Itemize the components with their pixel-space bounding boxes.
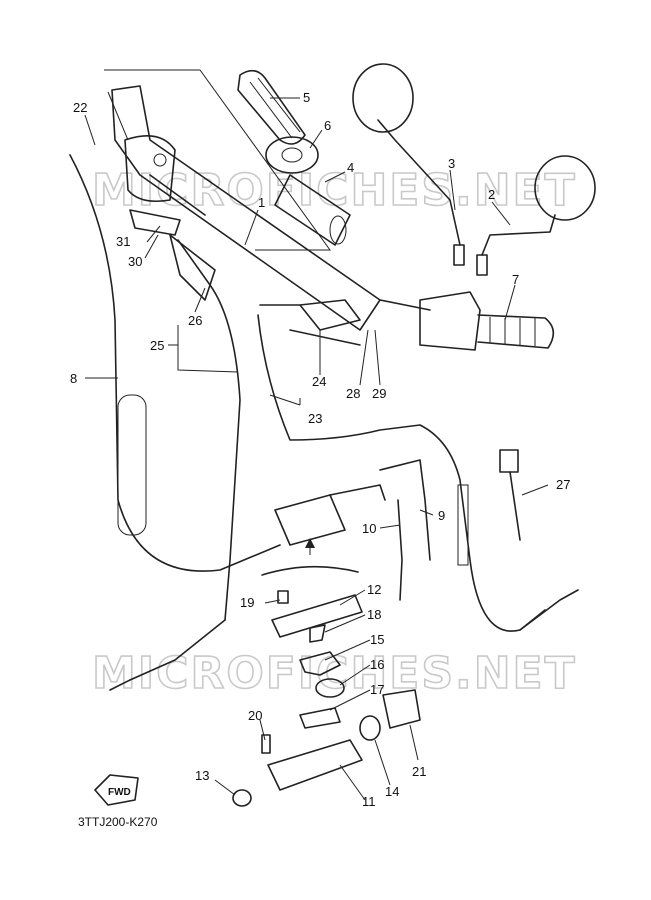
part-15 [299,651,341,676]
switch-24 [259,299,361,346]
cables-9-10 [379,459,469,601]
callout-9: 9 [438,508,445,523]
part-16 [315,678,345,698]
callout-30: 30 [128,254,142,269]
callouts: 1 2 3 4 5 6 7 8 9 10 11 12 13 14 15 16 1… [70,90,570,809]
callout-24: 24 [312,374,326,389]
callout-17: 17 [370,682,384,697]
junction-block [274,484,386,546]
cover-21 [382,689,421,729]
bracket-lines [104,69,331,251]
callout-20: 20 [248,708,262,723]
screw-19 [277,590,289,604]
mirror-2 [476,155,596,276]
left-lever-housing [124,134,181,236]
callout-10: 10 [362,521,376,536]
cable-tie-27 [499,449,521,541]
part-17 [299,707,341,729]
callout-7: 7 [512,272,519,287]
fwd-arrow: FWD [94,774,139,806]
cable-25-26 [109,234,241,691]
callout-11: 11 [362,794,376,809]
part-18 [309,624,326,643]
callout-27: 27 [556,477,570,492]
callout-25: 25 [150,338,164,353]
callout-12: 12 [367,582,381,597]
callout-28: 28 [346,386,360,401]
cable-end-right [519,589,579,631]
callout-6: 6 [324,118,331,133]
callout-26: 26 [188,313,202,328]
cable-8 [69,154,281,572]
callout-8: 8 [70,371,77,386]
diagram-code: 3TTJ200-K270 [78,815,158,829]
leader-lines [84,97,549,801]
callout-4: 4 [347,160,354,175]
callout-21: 21 [412,764,426,779]
exploded-parts [232,590,421,807]
housing-11 [267,739,363,791]
callout-5: 5 [303,90,310,105]
callout-2: 2 [488,187,495,202]
right-throttle-7 [419,291,555,351]
cable-23 [257,314,546,632]
callout-18: 18 [367,607,381,622]
part-14 [359,715,381,741]
cap-13 [232,789,252,807]
grip-5 [237,69,306,145]
screw-20 [261,734,271,754]
mirror-3 [352,63,465,266]
callout-16: 16 [370,657,384,672]
fwd-label: FWD [108,787,131,798]
left-grip-4 [274,174,351,246]
callout-29: 29 [372,386,386,401]
callout-23: 23 [308,411,322,426]
plate-12 [271,594,363,638]
callout-31: 31 [116,234,130,249]
callout-13: 13 [195,768,209,783]
watermark-top: MICROFICHES.NET [92,165,577,216]
callout-19: 19 [240,595,254,610]
handlebar [107,85,431,331]
explode-arrow [261,538,359,576]
callout-1: 1 [258,195,265,210]
callout-14: 14 [385,784,399,799]
washer-6 [265,136,319,174]
callout-22: 22 [73,100,87,115]
callout-15: 15 [370,632,384,647]
callout-3: 3 [448,156,455,171]
